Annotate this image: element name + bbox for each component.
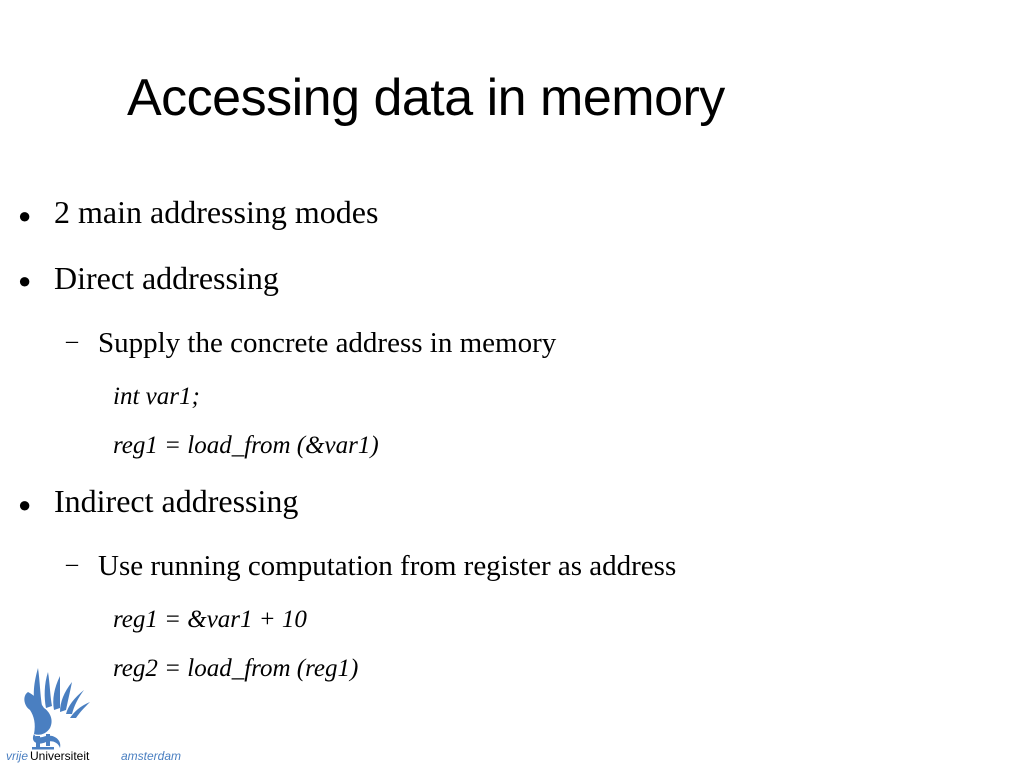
dash-icon: –	[66, 328, 78, 354]
bullet-item: Direct addressing	[54, 260, 279, 296]
logo-text-universiteit: Universiteit	[30, 749, 90, 763]
bullet-item: Indirect addressing	[54, 483, 299, 519]
logo-text-amsterdam: amsterdam	[121, 749, 182, 763]
bullet-icon: ●	[18, 203, 32, 228]
sub-bullet-item: Use running computation from register as…	[98, 550, 677, 582]
bullet-icon: ●	[18, 268, 32, 293]
slide-title: Accessing data in memory	[127, 69, 725, 127]
code-line: reg2 = load_from (reg1)	[113, 655, 359, 682]
dash-icon: –	[66, 551, 78, 577]
griffin-logo-icon	[24, 668, 90, 750]
sub-bullet-item: Supply the concrete address in memory	[98, 327, 557, 359]
bullet-icon: ●	[18, 492, 32, 517]
logo-text-vrije: vrije	[6, 749, 29, 763]
bullet-item: 2 main addressing modes	[54, 194, 379, 230]
code-line: int var1;	[113, 383, 200, 410]
code-line: reg1 = &var1 + 10	[113, 606, 307, 633]
code-line: reg1 = load_from (&var1)	[113, 432, 379, 459]
